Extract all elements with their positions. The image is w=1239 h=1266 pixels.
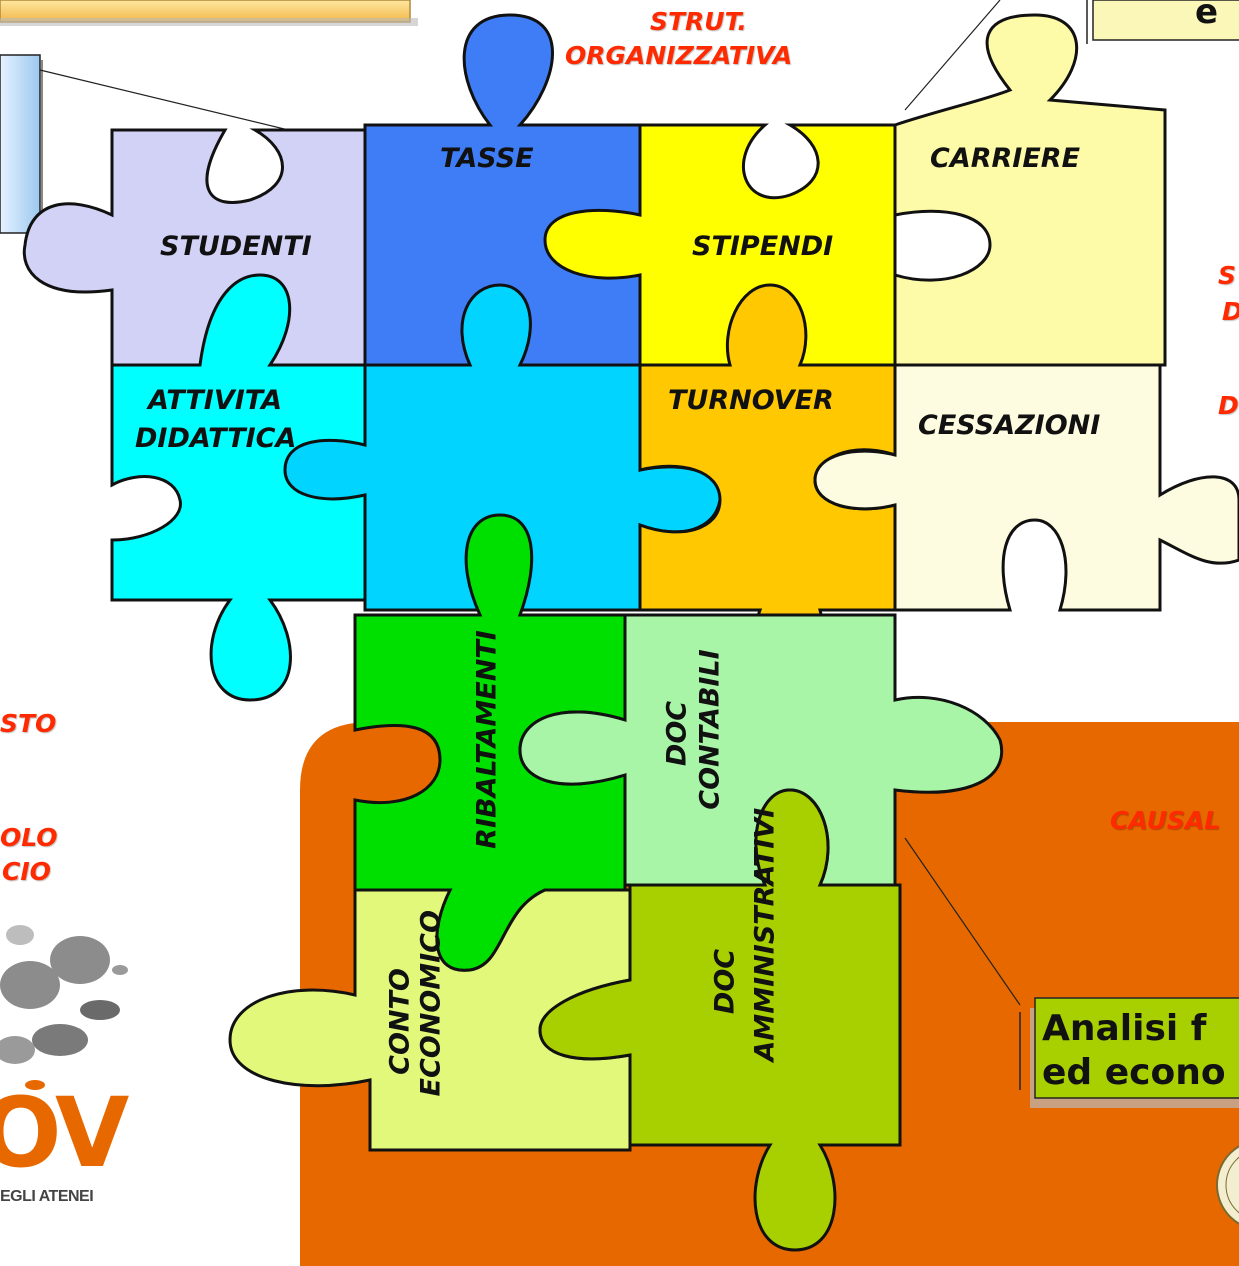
- label-tasse: TASSE: [440, 143, 534, 174]
- label-left-olo: OLO: [0, 823, 58, 852]
- top-right-callout: [1092, 0, 1239, 41]
- piece-turnover: [638, 283, 897, 702]
- logo-atenei: EGLI ATENEI: [0, 1188, 94, 1205]
- label-ribaltamenti: RIBALTAMENTI: [471, 630, 503, 849]
- left-callout: [0, 54, 41, 234]
- label-left-sto: STO: [0, 709, 57, 738]
- piece-carriere: [893, 13, 1167, 367]
- label-right-s: S: [1218, 261, 1237, 290]
- label-studenti: STUDENTI: [160, 231, 312, 262]
- label-doc-amm-line2: AMMINISTRATIVI: [749, 807, 781, 1062]
- label-left-cio: CIO: [2, 857, 51, 886]
- top-right-callout-pointer: [904, 0, 1001, 111]
- label-attivita-line1: ATTIVITA: [148, 385, 282, 416]
- label-right-d1: D: [1222, 296, 1239, 327]
- piece-doc-amministrativi: [538, 788, 902, 1252]
- piece-attivita: [110, 273, 367, 702]
- logo-ov: OV: [0, 1077, 129, 1189]
- label-conto-line1: CONTO: [384, 968, 416, 1075]
- label-doc-contabili-line2: CONTABILI: [694, 649, 726, 810]
- label-carriere: CARRIERE: [930, 143, 1081, 174]
- label-conto-line2: ECONOMICO: [415, 910, 447, 1097]
- label-doc-contabili-line1: DOC: [661, 700, 693, 767]
- label-cessazioni: CESSAZIONI: [918, 410, 1101, 441]
- bottom-right-callout: [1034, 997, 1239, 1099]
- label-strut-line1: STRUT.: [650, 7, 747, 36]
- label-right-d2: D: [1218, 391, 1239, 420]
- top-right-callout-text: e: [1195, 0, 1219, 32]
- label-turnover: TURNOVER: [668, 385, 834, 416]
- label-strut-line2: ORGANIZZATIVA: [565, 41, 793, 70]
- bottom-right-callout-line2: ed econo: [1042, 1052, 1226, 1093]
- university-seal: [1216, 1145, 1239, 1225]
- logo: [0, 925, 128, 1090]
- label-right-causal: CAUSAL: [1110, 806, 1221, 835]
- bottom-right-callout-pointer: [904, 837, 1021, 1006]
- label-stipendi: STIPENDI: [692, 231, 834, 262]
- label-doc-amm-line1: DOC: [709, 948, 741, 1015]
- left-callout-pointer: [39, 69, 331, 141]
- bottom-right-callout-line1: Analisi f: [1042, 1008, 1207, 1049]
- label-attivita-line2: DIDATTICA: [135, 423, 297, 454]
